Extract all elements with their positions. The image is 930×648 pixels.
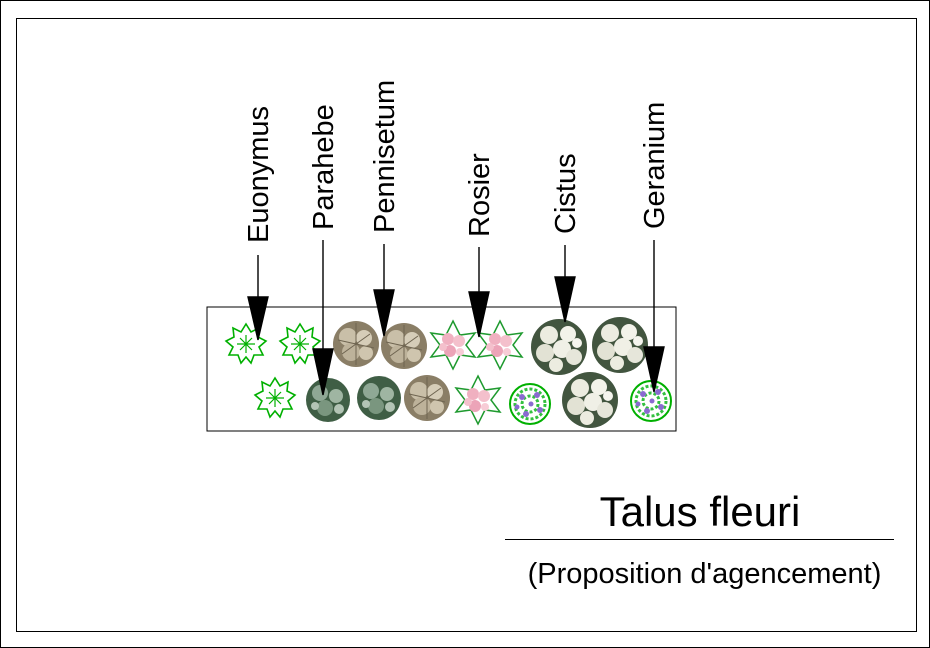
label-pennisetum: Pennisetum — [369, 80, 401, 233]
drawing-frame — [16, 18, 917, 632]
label-euonymus: Euonymus — [243, 106, 275, 243]
title-underline — [505, 539, 894, 540]
parahebe-arrowhead — [312, 348, 334, 396]
diagram-title: Talus fleuri — [599, 488, 801, 535]
rosier-plant — [455, 375, 501, 425]
rosier-plant — [430, 320, 476, 370]
label-geranium: Geranium — [639, 102, 671, 229]
rosier-plant — [477, 320, 523, 370]
cistus-plant — [531, 319, 587, 375]
pennisetum-plant — [403, 374, 451, 422]
pennisetum-plant — [332, 320, 380, 368]
rosier-arrowhead — [468, 291, 490, 338]
geranium-plant — [629, 379, 673, 423]
label-cistus: Cistus — [550, 153, 582, 234]
label-parahebe: Parahebe — [308, 104, 340, 230]
euonymus-arrowhead — [247, 296, 269, 341]
pennisetum-arrowhead — [373, 289, 395, 337]
label-rosier: Rosier — [464, 153, 496, 237]
parahebe-plant — [306, 378, 350, 422]
diagram-subtitle: (Proposition d'agencement) — [527, 558, 882, 590]
geranium-plant — [508, 382, 552, 426]
cistus-plant — [592, 317, 648, 373]
euonymus-plant — [254, 377, 296, 418]
pennisetum-plant — [380, 322, 428, 370]
parahebe-plant — [357, 376, 401, 420]
cistus-plant — [562, 372, 618, 428]
euonymus-plant — [279, 323, 321, 364]
cistus-arrowhead — [554, 276, 576, 323]
planting-bed — [206, 306, 677, 432]
geranium-arrowhead — [643, 346, 665, 393]
